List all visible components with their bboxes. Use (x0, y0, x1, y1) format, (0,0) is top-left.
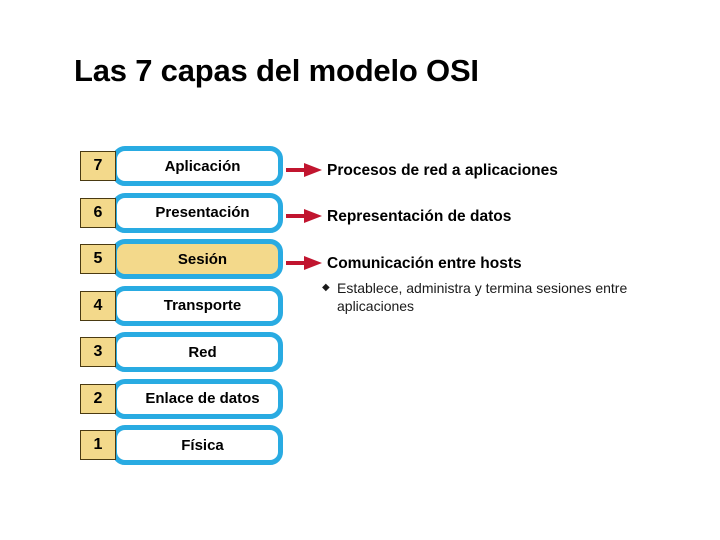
arrow-right-icon (286, 208, 322, 224)
layer-name-label: Física (181, 436, 224, 454)
layer-name-label: Sesión (177, 250, 228, 268)
layer-name-label: Enlace de datos (145, 390, 260, 407)
callout-label-3: Comunicación entre hosts (327, 255, 522, 272)
callout-label-1: Procesos de red a aplicaciones (327, 162, 558, 179)
layer-row-2[interactable]: Enlace de datos (112, 378, 283, 419)
layer-number-label: 1 (93, 436, 103, 453)
layer-number-label: 5 (93, 250, 103, 267)
layer-number-label: 7 (93, 157, 103, 174)
layer-name-label: Transporte (163, 297, 242, 314)
sub-bullet-item: ◆ Establece, administra y termina sesion… (322, 279, 667, 315)
callout-label-2: Representación de datos (327, 208, 512, 225)
layer-number-box-7[interactable]: 7 (80, 151, 116, 181)
layer-number-box-3[interactable]: 3 (80, 337, 116, 367)
page-title: Las 7 capas del modelo OSI (74, 53, 479, 88)
layer-row-5[interactable]: Sesión (112, 239, 283, 279)
layer-row-1[interactable]: Física (112, 425, 283, 465)
layer-name-label: Presentación (155, 204, 250, 221)
layer-row-6[interactable]: Presentación (112, 192, 283, 233)
layer-name-label: Red (188, 343, 217, 361)
layer-number-box-4[interactable]: 4 (80, 290, 116, 321)
layer-number-label: 3 (93, 343, 103, 360)
layer-number-label: 2 (93, 389, 103, 407)
layer-number-box-2[interactable]: 2 (80, 383, 116, 414)
layer-number-box-6[interactable]: 6 (80, 197, 116, 228)
layer-number-label: 4 (93, 296, 103, 314)
layer-row-3[interactable]: Red (112, 332, 283, 372)
layer-number-label: 6 (93, 203, 103, 221)
layer-name-label: Aplicación (164, 157, 241, 175)
arrow-right-icon (286, 162, 322, 178)
diamond-bullet-icon: ◆ (322, 282, 330, 293)
layer-number-box-5[interactable]: 5 (80, 244, 116, 274)
layer-number-box-1[interactable]: 1 (80, 430, 116, 460)
layer-row-7[interactable]: Aplicación (112, 146, 283, 186)
sub-bullet-label: Establece, administra y termina sesiones… (337, 280, 628, 314)
arrow-right-icon (286, 255, 322, 271)
layer-row-4[interactable]: Transporte (112, 285, 283, 326)
